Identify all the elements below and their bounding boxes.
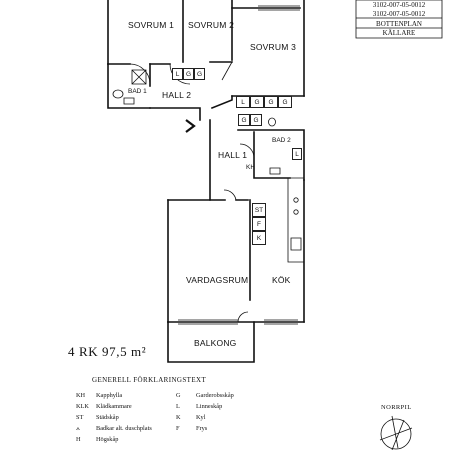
room-kok: KÖK (272, 275, 291, 285)
legend-text: Linneskåp (196, 403, 223, 410)
north-arrow (379, 415, 413, 450)
hall1-kapphylla: KH (246, 164, 256, 171)
cabinet-hall2-2: G (183, 68, 194, 80)
cabinet-kok-st: ST (252, 203, 266, 217)
wall-bad2-left (253, 131, 291, 179)
legend-text: Högskåp (96, 436, 119, 443)
room-bad2: BAD 2 (272, 137, 291, 144)
legend-text: Badkar alt. duschplats (96, 425, 152, 432)
stamp-code-1: 3102-007-05-0012 (372, 1, 426, 9)
apartment-area: 4 RK 97,5 m² (68, 344, 147, 359)
legend-code: H (76, 436, 81, 443)
stamp-code-2: 3102-007-05-0012 (372, 10, 426, 18)
legend-text: Garderobsskåp (196, 392, 234, 399)
washbasin-bad1 (123, 97, 135, 105)
legend-text: Kyl (196, 414, 206, 421)
cabinet-kok-k: K (252, 231, 266, 245)
window-vardag (178, 319, 238, 325)
legend-text: Klädkammare (96, 403, 132, 410)
wall-bad1-left (107, 63, 151, 109)
cabinet-kok-f: F (252, 217, 266, 231)
door-sovrum3 (221, 61, 233, 81)
legend-text: Frys (196, 425, 208, 432)
stove-1 (293, 197, 299, 203)
wall-hall2-right (210, 95, 233, 110)
toilet-bad2 (268, 117, 276, 127)
legend-code: G (176, 392, 181, 399)
toilet-bad1 (112, 89, 124, 99)
legend-code: KH (76, 392, 86, 399)
window-sovrum3 (258, 5, 300, 11)
wall-balcony (167, 321, 255, 363)
stove-2 (293, 209, 299, 215)
wall-bedrooms-bottom (107, 61, 233, 65)
wall-hall2-bottom (149, 107, 201, 121)
kitchen-counter (287, 177, 305, 263)
door-bad2 (239, 143, 255, 159)
legend-code: KLK (76, 403, 89, 410)
legend-text: Kapphylla (96, 392, 123, 399)
window-kok (264, 319, 298, 325)
shower-symbol (131, 69, 147, 85)
stamp-frame (355, 0, 443, 39)
legend-text: Städskåp (96, 414, 119, 421)
cabinet-hall1-1: G (238, 114, 250, 126)
legend-title: GENERELL FÖRKLARINGSTEXT (92, 376, 207, 384)
wall-bad2-block (237, 129, 305, 181)
door-balkong (237, 311, 249, 323)
north-arrow-label: NORRPIL (381, 404, 412, 411)
stamp-floor: BOTTENPLAN (376, 20, 422, 28)
room-balkong: BALKONG (194, 338, 237, 348)
legend-code: ⟑ (76, 425, 80, 432)
cabinet-sovrum3-3: G (264, 96, 278, 108)
sink-kok (290, 237, 302, 251)
sink-bad2 (269, 167, 281, 175)
cabinet-sovrum3-2: G (250, 96, 264, 108)
legend-code: F (176, 425, 180, 432)
room-sovrum2: SOVRUM 2 (188, 20, 234, 30)
door-sovrum1 (129, 63, 151, 85)
legend-code: L (176, 403, 180, 410)
entrance-arrow (185, 119, 196, 133)
door-hall1 (223, 189, 237, 201)
cabinet-hall2-3: G (194, 68, 205, 80)
room-hall2: HALL 2 (162, 90, 192, 100)
room-hall1: HALL 1 (218, 150, 248, 160)
room-vardagsrum: VARDAGSRUM (186, 275, 249, 285)
legend-code: K (176, 414, 181, 421)
cabinet-sovrum3-4: G (278, 96, 292, 108)
room-bad1: BAD 1 (128, 88, 147, 95)
stamp-level: KÄLLARE (382, 29, 416, 37)
cabinet-hall1-2: G (250, 114, 262, 126)
cabinet-sovrum3-1: L (236, 96, 250, 108)
legend-code: ST (76, 414, 84, 421)
wall-hall1-left (209, 119, 226, 201)
room-sovrum1: SOVRUM 1 (128, 20, 174, 30)
room-sovrum3: SOVRUM 3 (250, 42, 296, 52)
cabinet-hall2-1: L (172, 68, 183, 80)
cabinet-bad2-linen: L (292, 148, 302, 160)
